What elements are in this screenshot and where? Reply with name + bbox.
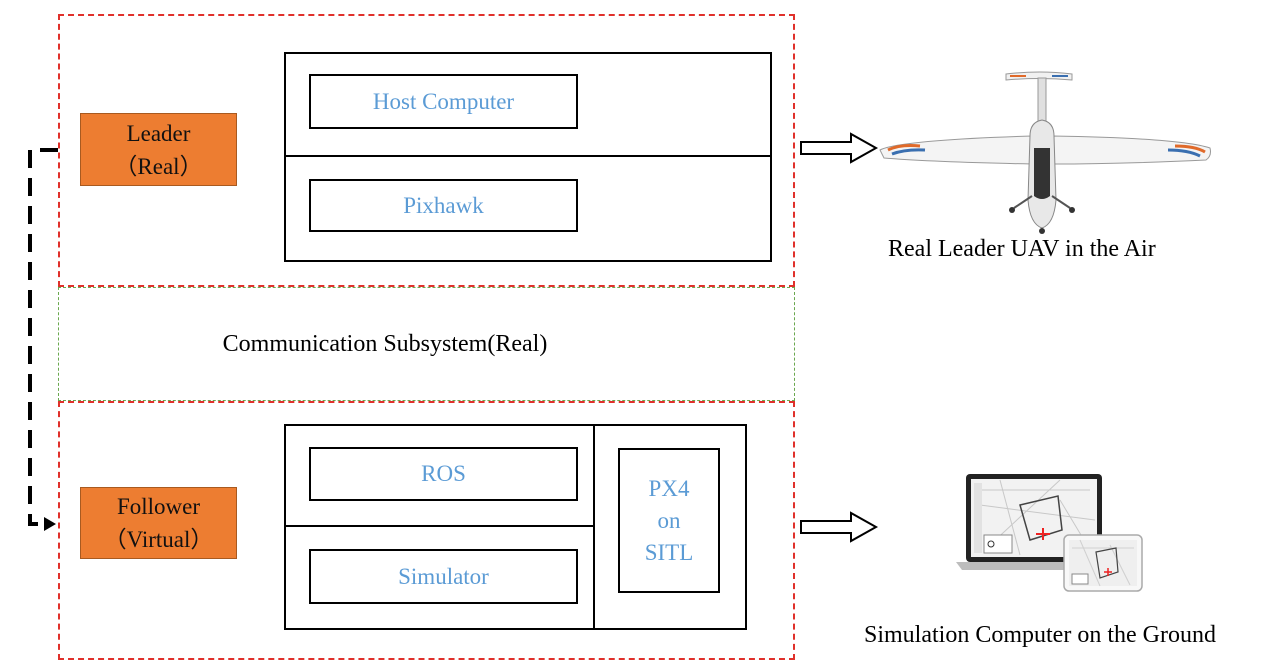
- uav-caption: Real Leader UAV in the Air: [888, 236, 1156, 263]
- leader-panel-divider: [284, 155, 772, 157]
- ros-box: ROS: [309, 447, 578, 501]
- host-computer-box: Host Computer: [309, 74, 578, 129]
- px4-label-line3: SITL: [644, 539, 694, 565]
- follower-region: [58, 401, 795, 660]
- uav-airplane-icon: [879, 71, 1211, 234]
- simulator-label: Simulator: [398, 563, 489, 589]
- follower-panel-vdivider: [593, 424, 595, 630]
- leader-follower-connector: [28, 148, 58, 526]
- arrow-to-uav: [800, 132, 879, 164]
- follower-role-box: Follower （Virtual）: [80, 487, 237, 559]
- arrow-to-ground: [800, 511, 879, 543]
- follower-sublabel: （Virtual）: [103, 527, 214, 552]
- ground-caption: Simulation Computer on the Ground: [864, 622, 1216, 649]
- leader-region: [58, 14, 795, 287]
- leader-role-box: Leader （Real）: [80, 113, 237, 186]
- laptop-tablet-icon: [956, 474, 1143, 592]
- uav-caption-text: Real Leader UAV in the Air: [888, 236, 1156, 262]
- px4-label-line1: PX4: [648, 475, 690, 501]
- communication-region: [58, 287, 795, 401]
- follower-label: Follower: [116, 494, 201, 519]
- pixhawk-box: Pixhawk: [309, 179, 578, 232]
- follower-panel-hdivider: [284, 525, 594, 527]
- leader-label: Leader: [126, 120, 191, 146]
- ros-label: ROS: [421, 461, 466, 486]
- host-computer-label: Host Computer: [372, 88, 515, 114]
- px4-sitl-box: PX4 on SITL: [618, 448, 720, 593]
- communication-label: Communication Subsystem(Real): [222, 330, 548, 357]
- communication-subsystem: Communication Subsystem(Real): [60, 318, 710, 370]
- pixhawk-label: Pixhawk: [403, 192, 484, 218]
- leader-sublabel: （Real）: [114, 153, 203, 179]
- ground-caption-text: Simulation Computer on the Ground: [864, 622, 1216, 648]
- simulator-box: Simulator: [309, 549, 578, 604]
- connector-arrowhead: [44, 517, 56, 531]
- px4-label-line2: on: [657, 507, 681, 533]
